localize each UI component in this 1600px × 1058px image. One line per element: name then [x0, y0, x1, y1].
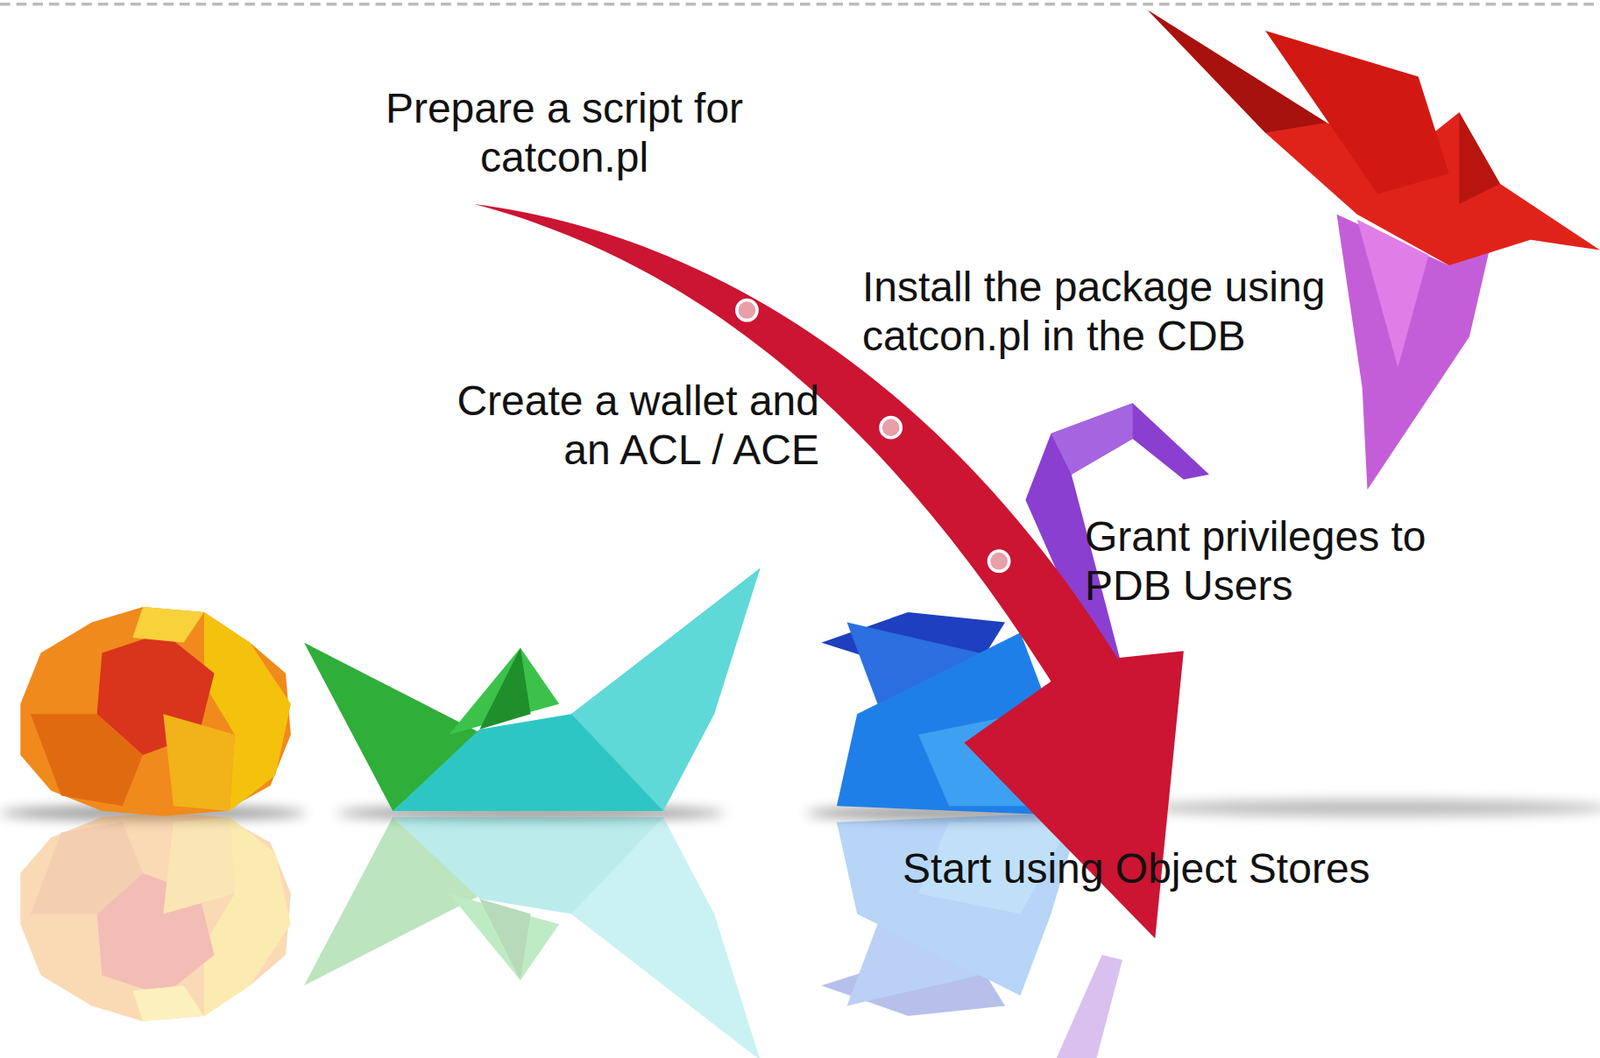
step-label: Create a wallet and an ACL / ACE — [398, 376, 820, 475]
origami-facet — [736, 300, 758, 321]
origami-facet — [988, 551, 1009, 572]
dashed-border — [0, 2, 1600, 6]
origami-facet — [880, 417, 901, 438]
origami-facet — [1265, 30, 1450, 194]
crumpled-paper — [20, 607, 291, 817]
origami-facet — [1142, 800, 1600, 817]
step-label: Prepare a script for catcon.pl — [380, 84, 749, 183]
origami-facet — [1458, 112, 1501, 205]
step-label: Start using Object Stores — [902, 844, 1481, 894]
origami-facet — [304, 817, 761, 1058]
step-label: Grant privileges to PDB Users — [1084, 512, 1436, 611]
origami-facet — [20, 812, 291, 1022]
paper-bird — [1147, 10, 1600, 490]
origami-facet — [1147, 10, 1600, 266]
step-label: Install the package using catcon.pl in t… — [862, 262, 1406, 362]
paper-boat — [304, 568, 761, 812]
